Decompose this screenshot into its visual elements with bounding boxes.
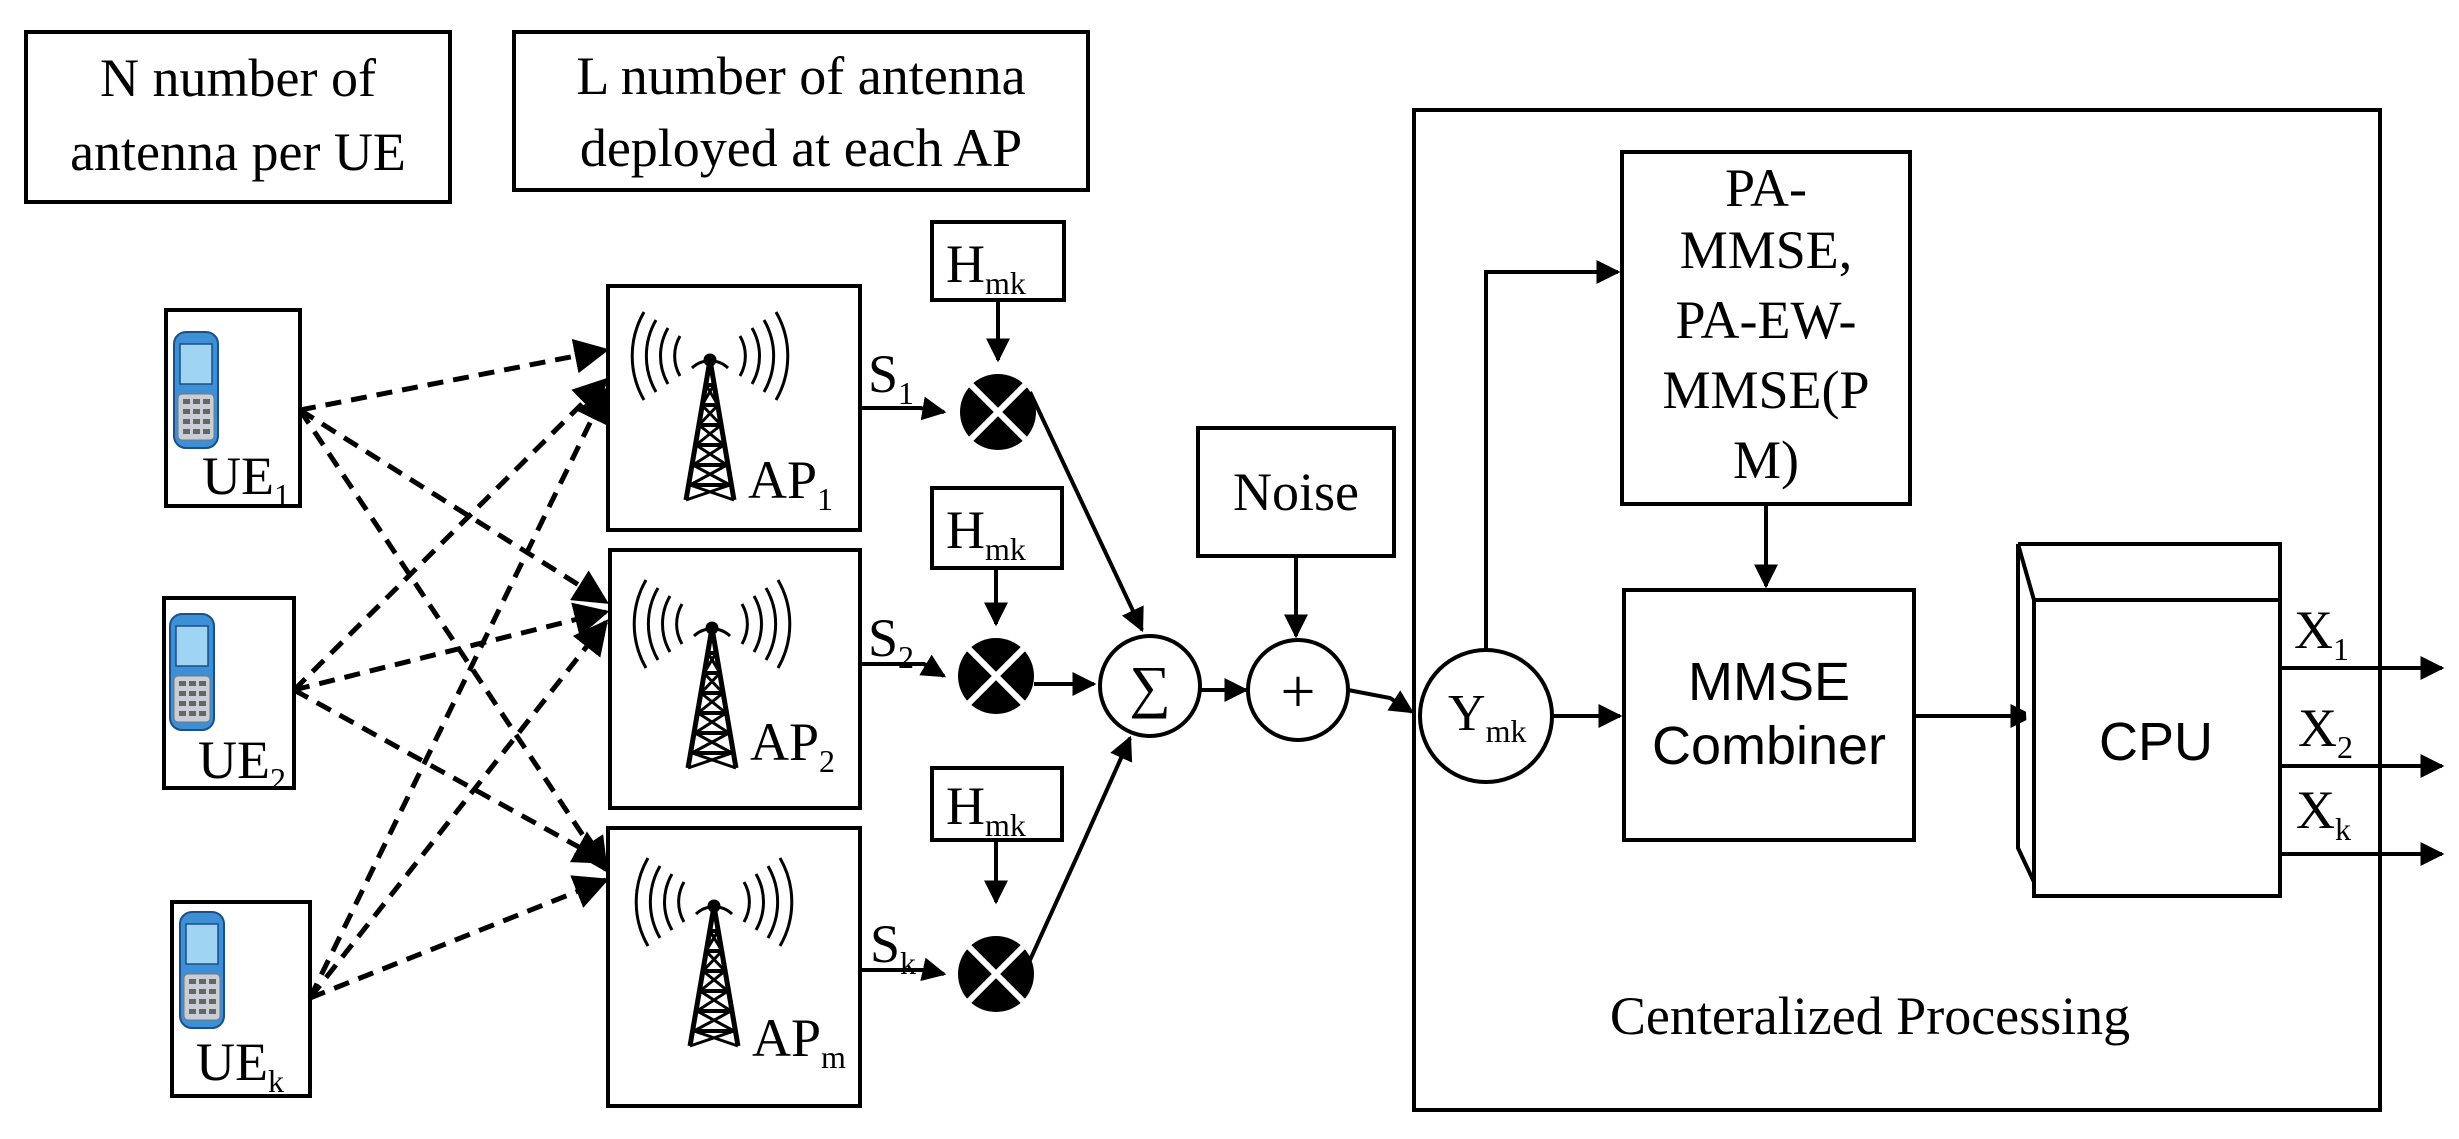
output-xk-label: Xk — [2296, 780, 2351, 847]
ue-2-label: UE2 — [198, 730, 286, 797]
multiplier-sum-links — [1028, 391, 1144, 961]
sum-symbol: ∑ — [1129, 654, 1170, 719]
channel-h-box-2: Hmk — [930, 486, 1064, 627]
ap-2-box: AP2 — [608, 548, 862, 810]
cpu-label: CPU — [2099, 712, 2213, 772]
signal-s2-label: S2 — [868, 608, 914, 675]
cpu-box: CPU — [2016, 542, 2282, 898]
ap-signal-lines — [860, 396, 947, 982]
received-y-node: Ymk — [1418, 648, 1554, 784]
plus-symbol: + — [1281, 658, 1316, 726]
noise-label: Noise — [1233, 462, 1359, 522]
ue-2-box: UE2 — [162, 596, 296, 797]
adder-to-y-link — [1347, 688, 1415, 714]
multiplier-3-icon — [958, 936, 1034, 1012]
channel-h-label-2: Hmk — [946, 500, 1026, 567]
received-y-label: Ymk — [1448, 685, 1526, 749]
ap-1-label: AP1 — [748, 450, 833, 517]
pa-line-1: PA- — [1725, 158, 1807, 218]
channel-h-box-1: Hmk — [930, 220, 1066, 363]
signal-sk-label: Sk — [870, 914, 916, 981]
combiner-line-1: MMSE — [1688, 652, 1850, 712]
channel-h-label-3: Hmk — [946, 776, 1026, 843]
pa-line-5: M) — [1733, 430, 1799, 490]
pa-line-4: MMSE(P — [1662, 360, 1869, 420]
summation-node: ∑ — [1098, 634, 1202, 738]
y-to-pa-link — [1484, 260, 1621, 650]
ue-antenna-info-line1: N number of — [100, 48, 376, 108]
multiplier-2-icon — [958, 638, 1034, 714]
ue-antenna-info-line2: antenna per UE — [70, 122, 406, 182]
ap-antenna-info-line2: deployed at each AP — [580, 118, 1022, 178]
ap-2-label: AP2 — [750, 712, 835, 779]
mobile-phone-icon — [173, 331, 219, 449]
ap-m-label: APm — [752, 1008, 846, 1075]
ap-1-box: AP1 — [606, 284, 862, 532]
pa-line-2: MMSE, — [1680, 220, 1853, 280]
ap-antenna-info-box: L number of antenna deployed at each AP — [512, 30, 1090, 192]
channel-h-label-1: Hmk — [946, 234, 1026, 301]
combiner-line-2: Combiner — [1652, 716, 1886, 776]
mobile-phone-icon — [179, 911, 225, 1029]
ue-k-label: UEk — [196, 1032, 284, 1099]
ue-k-box: UEk — [170, 900, 312, 1099]
output-x2-label: X2 — [2298, 698, 2353, 765]
mmse-combiner-box: MMSE Combiner — [1622, 588, 1916, 842]
multiplier-1-icon — [960, 374, 1036, 450]
ue-ap-links — [292, 338, 610, 1001]
pa-mmse-box: PA- MMSE, PA-EW- MMSE(P M) — [1620, 150, 1912, 506]
ap-m-box: APm — [606, 826, 862, 1108]
ap-antenna-info-line1: L number of antenna — [576, 46, 1025, 106]
channel-h-box-3: Hmk — [930, 766, 1064, 905]
mobile-phone-icon — [169, 613, 215, 731]
adder-node: + — [1246, 638, 1350, 742]
ue-1-box: UE1 — [164, 308, 302, 513]
centralized-processing-label: Centeralized Processing — [1610, 986, 2130, 1046]
noise-box: Noise — [1196, 426, 1396, 639]
output-x1-label: X1 — [2294, 600, 2349, 667]
ue-1-label: UE1 — [202, 446, 290, 513]
outputs: X1 X2 Xk — [2280, 600, 2445, 866]
signal-s1-label: S1 — [868, 344, 914, 411]
ue-antenna-info-box: N number of antenna per UE — [24, 30, 452, 204]
pa-line-3: PA-EW- — [1675, 290, 1856, 350]
